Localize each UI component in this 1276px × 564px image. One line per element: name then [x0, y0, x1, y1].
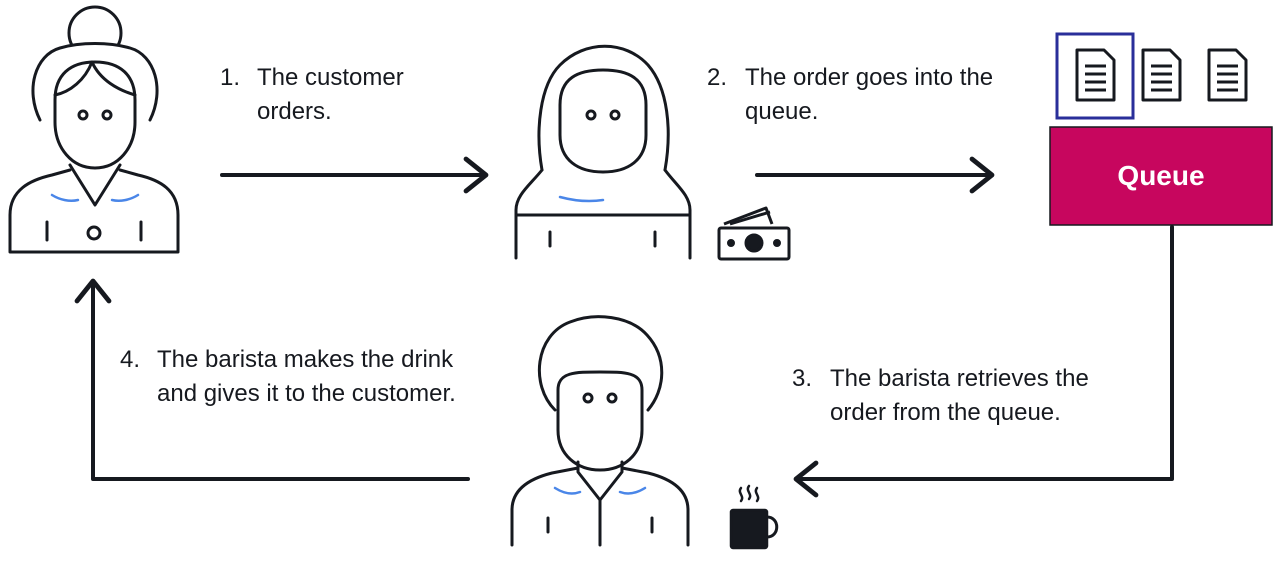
step-text-line: orders. [257, 98, 332, 125]
cashier-accent [558, 195, 605, 203]
step-text-line: The barista retrieves the [830, 365, 1089, 392]
step-number: 1. [220, 64, 241, 91]
document-icon [1141, 48, 1182, 102]
step-text-line: The barista makes the drink [157, 346, 454, 373]
step-number: 4. [120, 346, 141, 373]
arrow-icon [74, 156, 1174, 498]
money-icon [717, 206, 791, 261]
document-icon [1207, 48, 1248, 102]
cashier-icon [514, 44, 692, 260]
step-number: 2. [707, 64, 728, 91]
step-3-caption: 3. The barista retrieves the order from … [792, 362, 1089, 430]
customer-icon [8, 5, 180, 254]
step-2-caption: 2. The order goes into the queue. [707, 61, 993, 129]
barista-collar-accent [553, 486, 647, 495]
step-text-line: The order goes into the [745, 64, 994, 91]
customer-collar-accent [50, 193, 140, 203]
step-text-line: order from the queue. [830, 399, 1061, 426]
coffee-cup-icon [729, 484, 779, 550]
arrow-queue-to-barista [793, 225, 1174, 498]
queue-label: Queue [1117, 160, 1205, 191]
step-number: 3. [792, 365, 813, 392]
arrow-barista-to-customer [74, 278, 470, 481]
document-icon [1075, 48, 1116, 102]
queue-box [1049, 126, 1273, 226]
step-text-line: The customer [257, 64, 404, 91]
step-1-caption: 1. The customer orders. [220, 61, 404, 129]
selected-document-highlight [1055, 32, 1135, 120]
step-text-line: queue. [745, 98, 819, 125]
step-text-line: and gives it to the customer. [157, 380, 456, 407]
barista-icon [510, 315, 690, 547]
step-4-caption: 4. The barista makes the drink and gives… [120, 343, 456, 411]
